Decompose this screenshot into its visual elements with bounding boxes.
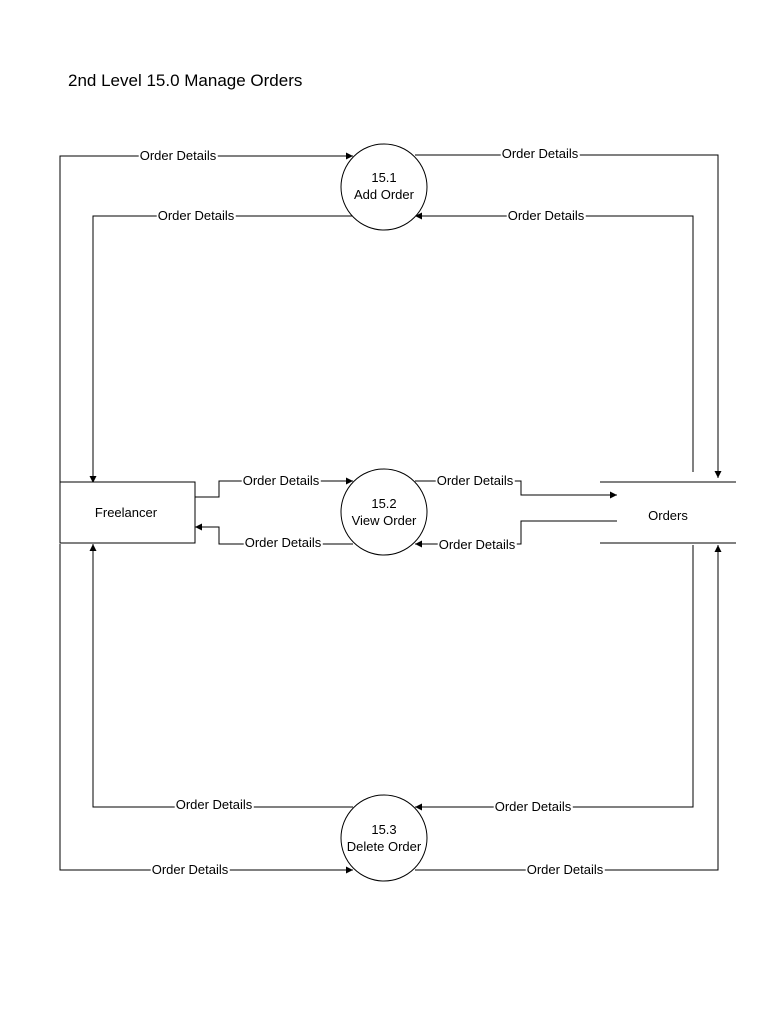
flow-label: Order Details: [243, 473, 320, 488]
flow-label-bg: [525, 862, 605, 877]
flow-label-bg: [500, 146, 580, 161]
flow-label-bg: [241, 473, 321, 488]
flow-label: Order Details: [245, 535, 322, 550]
flow-label-bg: [493, 799, 573, 814]
flow-label-bg: [150, 862, 230, 877]
flow-line-delete-to-orders: [415, 545, 722, 871]
process-15-3[interactable]: 15.3 Delete Order: [340, 794, 428, 882]
flow-label: Order Details: [176, 797, 253, 812]
flow-label-bg: [437, 537, 517, 552]
flow-label: Order Details: [508, 208, 585, 223]
data-store-orders[interactable]: Orders: [600, 481, 736, 544]
process-circle: [340, 794, 428, 882]
flow-label: Order Details: [437, 473, 514, 488]
entity-box: [59, 481, 196, 544]
flow-label: Order Details: [527, 862, 604, 877]
flow-label: Order Details: [495, 799, 572, 814]
store-label: Orders: [648, 508, 688, 523]
flow-line-freelancer-to-add: [59, 152, 353, 484]
flow-line-delete-to-freelancer: [89, 544, 353, 808]
process-15-1[interactable]: 15.1 Add Order: [340, 143, 428, 231]
flow-label: Order Details: [158, 208, 235, 223]
flow-label-bg: [174, 797, 254, 812]
process-15-2[interactable]: 15.2 View Order: [340, 468, 428, 556]
process-circle: [340, 468, 428, 556]
flow-label: Order Details: [439, 537, 516, 552]
process-id: 15.3: [371, 822, 396, 837]
process-name: Add Order: [354, 187, 415, 202]
flow-labels: Order Details Order Details Order Detail…: [138, 146, 605, 877]
flow-line-add-to-orders: [415, 154, 722, 478]
flow-label: Order Details: [140, 148, 217, 163]
flow-label-bg: [138, 148, 218, 163]
flow-label: Order Details: [502, 146, 579, 161]
flow-line-orders-to-add: [415, 212, 694, 472]
process-name: Delete Order: [347, 839, 422, 854]
flow-line-add-to-freelancer: [89, 215, 353, 483]
process-id: 15.1: [371, 170, 396, 185]
process-circle: [340, 143, 428, 231]
flow-label-bg: [435, 473, 515, 488]
process-id: 15.2: [371, 496, 396, 511]
flow-label-bg: [506, 208, 586, 223]
flow-label-bg: [156, 208, 236, 223]
page-title: 2nd Level 15.0 Manage Orders: [68, 71, 302, 90]
external-entity-freelancer[interactable]: Freelancer: [59, 481, 196, 544]
flow-line-orders-to-delete: [415, 545, 694, 811]
process-name: View Order: [352, 513, 417, 528]
flow-label: Order Details: [152, 862, 229, 877]
flow-label-bg: [243, 535, 323, 550]
flow-line-freelancer-to-delete: [59, 544, 353, 874]
entity-label: Freelancer: [95, 505, 158, 520]
